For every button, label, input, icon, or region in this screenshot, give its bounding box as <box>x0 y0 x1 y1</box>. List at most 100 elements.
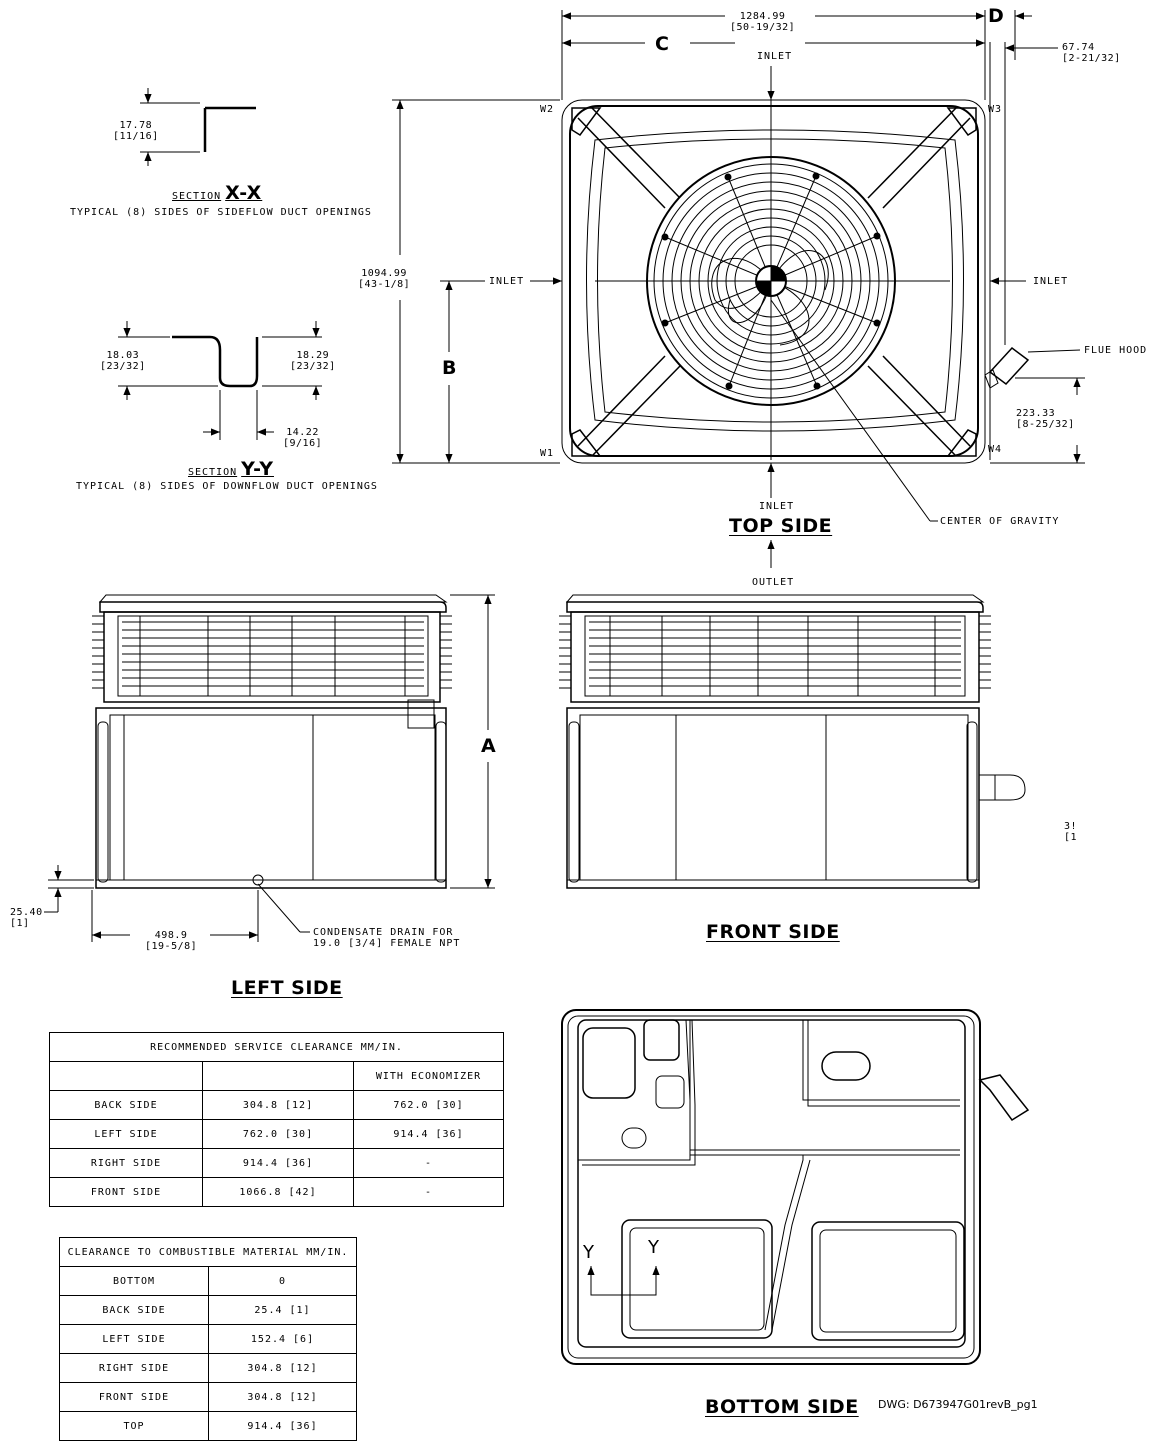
table-row: LEFT SIDE 762.0 [30] 914.4 [36] <box>49 1119 504 1149</box>
section-yy-note: TYPICAL (8) SIDES OF DOWNFLOW DUCT OPENI… <box>76 481 378 492</box>
service-clearance-title: RECOMMENDED SERVICE CLEARANCE MM/IN. <box>49 1032 504 1062</box>
bottom-side-title: BOTTOM SIDE <box>705 1396 859 1418</box>
section-xx-note: TYPICAL (8) SIDES OF SIDEFLOW DUCT OPENI… <box>70 207 372 218</box>
table-row: FRONT SIDE 304.8 [12] <box>59 1382 357 1412</box>
table-cell: 152.4 [6] <box>208 1324 357 1354</box>
left-side-title: LEFT SIDE <box>231 977 343 999</box>
table-cell: RIGHT SIDE <box>49 1148 203 1178</box>
front-view-unit <box>559 594 1026 889</box>
table-row: LEFT SIDE 152.4 [6] <box>59 1324 357 1354</box>
table-cell: 914.4 [36] <box>353 1119 504 1149</box>
front-edge-text-1: 3! <box>1064 821 1078 832</box>
overall-width-value-in: [50-19/32] <box>730 22 796 33</box>
section-xx-profile <box>140 88 256 166</box>
base-height-dim: 25.40 [1] <box>10 907 43 929</box>
overall-depth-value: 1094.99 <box>361 268 407 279</box>
combustible-clearance-title: CLEARANCE TO COMBUSTIBLE MATERIAL MM/IN. <box>59 1237 357 1267</box>
corner-w1: W1 <box>540 448 555 459</box>
section-yy-bottom-dim: 14.22 [9/16] <box>283 427 322 449</box>
left-view-unit <box>44 594 495 942</box>
front-side-title: FRONT SIDE <box>706 921 840 943</box>
table-cell: FRONT SIDE <box>49 1177 203 1207</box>
table-title-row: RECOMMENDED SERVICE CLEARANCE MM/IN. <box>49 1032 504 1062</box>
table-cell: 304.8 [12] <box>208 1353 357 1383</box>
section-yy-right-dim: 18.29 [23/32] <box>290 350 336 372</box>
overall-depth-value-in: [43-1/8] <box>358 279 411 290</box>
service-clearance-table: RECOMMENDED SERVICE CLEARANCE MM/IN. WIT… <box>49 1032 504 1207</box>
table-cell: BACK SIDE <box>49 1090 203 1120</box>
outlet-label: OUTLET <box>752 577 795 588</box>
flue-offset-value-in: [2-21/32] <box>1062 53 1121 64</box>
section-yy-left-dim: 18.03 [23/32] <box>100 350 146 372</box>
table-cell: BACK SIDE <box>59 1295 209 1325</box>
table-row: BOTTOM 0 <box>59 1266 357 1296</box>
table-cell: 304.8 [12] <box>202 1090 354 1120</box>
overall-width-dim: 1284.99 [50-19/32] <box>730 11 795 33</box>
column-header <box>49 1061 203 1091</box>
table-cell: 762.0 [30] <box>353 1090 504 1120</box>
section-yy-label: SECTION <box>188 467 238 478</box>
table-cell: 914.4 [36] <box>208 1411 357 1441</box>
flue-offset-dim: 67.74 [2-21/32] <box>1062 42 1121 64</box>
base-height-value: 25.40 <box>10 907 43 918</box>
column-header <box>202 1061 354 1091</box>
table-cell: BOTTOM <box>59 1266 209 1296</box>
table-row: RIGHT SIDE 914.4 [36] - <box>49 1148 504 1178</box>
drain-offset-value: 498.9 <box>154 930 188 941</box>
inlet-bottom: INLET <box>759 501 795 512</box>
drain-note: CONDENSATE DRAIN FOR 19.0 [3/4] FEMALE N… <box>313 927 460 949</box>
table-cell: RIGHT SIDE <box>59 1353 209 1383</box>
section-yy-left-value-in: [23/32] <box>100 361 146 372</box>
section-yy-bottom-value-in: [9/16] <box>283 438 323 449</box>
center-of-gravity-label: CENTER OF GRAVITY <box>940 516 1060 527</box>
overall-depth-dim: 1094.99 [43-1/8] <box>358 268 410 290</box>
drain-offset-value-in: [19-5/8] <box>145 941 198 952</box>
section-xx-value: 17.78 <box>119 120 153 131</box>
table-cell: LEFT SIDE <box>59 1324 209 1354</box>
front-edge-text: 3! [1 <box>1064 821 1077 843</box>
drain-offset-dim: 498.9 [19-5/8] <box>145 930 197 952</box>
dim-b-label: B <box>442 357 457 379</box>
dim-d-label: D <box>988 5 1004 27</box>
table-row: BACK SIDE 304.8 [12] 762.0 [30] <box>49 1090 504 1120</box>
table-cell: 0 <box>208 1266 357 1296</box>
top-view-unit <box>392 10 1085 568</box>
top-side-title: TOP SIDE <box>729 515 833 537</box>
y-marker-left: Y <box>583 1242 594 1263</box>
flue-height-value-in: [8-25/32] <box>1016 419 1075 430</box>
table-row: FRONT SIDE 1066.8 [42] - <box>49 1177 504 1207</box>
section-xx-label: SECTION <box>172 191 222 202</box>
corner-w3: W3 <box>988 104 1003 115</box>
table-cell: TOP <box>59 1411 209 1441</box>
table-title-row: CLEARANCE TO COMBUSTIBLE MATERIAL MM/IN. <box>59 1237 357 1267</box>
front-edge-text-2: [1 <box>1064 832 1078 843</box>
bottom-view-unit <box>561 1009 1030 1365</box>
flue-hood-label: FLUE HOOD <box>1084 345 1148 356</box>
section-yy-left-value: 18.03 <box>106 350 140 361</box>
base-height-value-in: [1] <box>10 918 30 929</box>
section-yy-bottom-value: 14.22 <box>286 427 319 438</box>
section-xx-letter: X-X <box>225 182 263 204</box>
dim-a-label: A <box>481 735 496 757</box>
section-xx-dim: 17.78 [11/16] <box>113 120 159 142</box>
table-row: TOP 914.4 [36] <box>59 1411 357 1441</box>
table-cell: 304.8 [12] <box>208 1382 357 1412</box>
table-cell: 1066.8 [42] <box>202 1177 354 1207</box>
table-row: RIGHT SIDE 304.8 [12] <box>59 1353 357 1383</box>
y-marker-right: Y <box>648 1237 659 1258</box>
table-cell: - <box>353 1148 504 1178</box>
drain-note-line-2: 19.0 [3/4] FEMALE NPT <box>313 938 461 949</box>
table-header-row: WITH ECONOMIZER <box>49 1061 504 1091</box>
corner-w4: W4 <box>988 444 1003 455</box>
table-row: BACK SIDE 25.4 [1] <box>59 1295 357 1325</box>
section-yy-profile <box>118 321 322 440</box>
table-cell: 762.0 [30] <box>202 1119 354 1149</box>
section-xx-value-in: [11/16] <box>113 131 159 142</box>
inlet-top: INLET <box>757 51 793 62</box>
section-yy-letter: Y-Y <box>241 458 274 480</box>
flue-offset-value: 67.74 <box>1062 42 1095 53</box>
corner-w2: W2 <box>540 104 555 115</box>
dim-c-label: C <box>655 33 669 55</box>
table-cell: - <box>353 1177 504 1207</box>
